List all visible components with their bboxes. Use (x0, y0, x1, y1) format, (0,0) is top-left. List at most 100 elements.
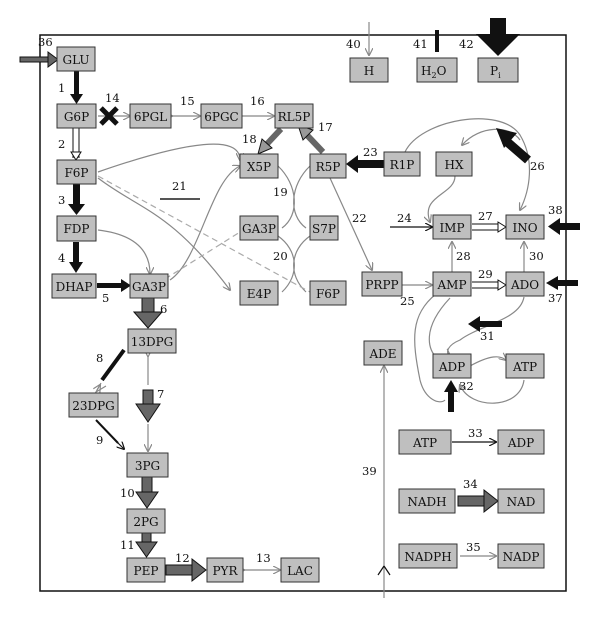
node-f6p-ppp[interactable]: F6P (309, 280, 347, 306)
edge-r10 (135, 475, 159, 509)
edge-dashed-f6p (97, 175, 311, 293)
node-pi[interactable]: Pi (477, 57, 519, 83)
node-hx[interactable]: HX (435, 151, 473, 177)
edge-r5 (97, 279, 131, 292)
svg-text:LAC: LAC (287, 564, 313, 578)
label-r5: 5 (102, 291, 109, 305)
node-nadph[interactable]: NADPH (398, 543, 458, 569)
node-13dpg[interactable]: 13DPG (127, 328, 177, 354)
node-ado[interactable]: ADO (505, 271, 545, 297)
label-r27: 27 (478, 209, 493, 223)
node-r5p[interactable]: R5P (309, 153, 347, 179)
node-e4p[interactable]: E4P (239, 280, 279, 306)
svg-text:6PGL: 6PGL (134, 110, 167, 124)
node-glu[interactable]: GLU (56, 46, 96, 72)
node-atp-r33[interactable]: ATP (398, 429, 452, 455)
edge-r32-top (469, 357, 506, 367)
label-r21: 21 (172, 179, 187, 193)
node-g6p[interactable]: G6P (56, 103, 97, 129)
node-h2o[interactable]: H2O (416, 57, 458, 83)
svg-text:S7P: S7P (312, 222, 336, 236)
edge-r39-tick (377, 565, 385, 576)
node-adp-r33[interactable]: ADP (497, 429, 545, 455)
node-ga3p[interactable]: GA3P (129, 273, 169, 299)
node-nadh[interactable]: NADH (398, 488, 456, 514)
edge-r32 (444, 380, 458, 412)
label-r26: 26 (530, 159, 545, 173)
node-23dpg[interactable]: 23DPG (68, 392, 119, 418)
svg-text:GA3P: GA3P (132, 280, 166, 294)
edge-r23 (346, 155, 384, 173)
label-r32: 32 (459, 379, 474, 393)
node-2pg[interactable]: 2PG (126, 508, 166, 534)
node-adp-cycle[interactable]: ADP (432, 353, 472, 379)
edge-r21 (97, 143, 240, 290)
svg-text:23DPG: 23DPG (72, 399, 115, 413)
svg-text:NADP: NADP (503, 550, 540, 564)
node-atp-cycle[interactable]: ATP (505, 353, 545, 379)
node-x5p[interactable]: X5P (239, 153, 279, 179)
node-fdp[interactable]: FDP (56, 215, 97, 242)
node-s7p[interactable]: S7P (309, 215, 339, 241)
svg-text:NAD: NAD (507, 495, 536, 509)
label-r15: 15 (180, 94, 195, 108)
label-r12: 12 (175, 551, 190, 565)
label-r17: 17 (318, 120, 333, 134)
node-amp[interactable]: AMP (432, 271, 472, 297)
edge-r41 (435, 30, 439, 52)
label-r11: 11 (120, 538, 135, 552)
label-r28: 28 (456, 249, 471, 263)
label-r39: 39 (362, 464, 377, 478)
node-h[interactable]: H (349, 57, 389, 83)
label-r41: 41 (413, 37, 428, 51)
node-f6p[interactable]: F6P (56, 159, 97, 185)
node-r1p[interactable]: R1P (383, 151, 421, 177)
node-pep[interactable]: PEP (126, 557, 166, 583)
svg-text:F6P: F6P (316, 287, 340, 301)
label-r40: 40 (346, 37, 361, 51)
edge-r1p-ino-loop (404, 118, 530, 210)
edge-r1 (70, 70, 83, 104)
node-3pg[interactable]: 3PG (126, 452, 169, 478)
node-lac[interactable]: LAC (280, 557, 320, 583)
edge-fdp-ga3p (97, 229, 150, 274)
node-nad[interactable]: NAD (497, 488, 545, 514)
node-6pgc[interactable]: 6PGC (200, 103, 243, 129)
label-r42: 42 (459, 37, 474, 51)
node-ga3p-ppp[interactable]: GA3P (239, 215, 279, 241)
label-r24: 24 (397, 211, 412, 225)
svg-text:RL5P: RL5P (278, 110, 311, 124)
edge-r31-loop (448, 296, 525, 356)
label-r6: 6 (160, 302, 167, 316)
edge-dashed-ga3p (164, 231, 241, 280)
node-prpp[interactable]: PRPP (361, 271, 403, 297)
svg-text:GA3P: GA3P (242, 222, 276, 236)
edge-r38 (548, 218, 580, 235)
node-dhap[interactable]: DHAP (51, 273, 97, 299)
svg-text:H2O: H2O (421, 64, 447, 80)
label-r25: 25 (400, 294, 415, 308)
edge-r3 (68, 184, 85, 215)
node-6pgl[interactable]: 6PGL (129, 103, 172, 129)
label-r22: 22 (352, 211, 367, 225)
edge-r27 (472, 221, 507, 233)
node-ino[interactable]: INO (505, 214, 545, 240)
svg-text:H: H (364, 64, 374, 78)
node-imp[interactable]: IMP (432, 214, 472, 240)
edge-r19 (277, 165, 311, 229)
node-rl5p[interactable]: RL5P (274, 103, 314, 129)
edge-r31 (468, 316, 502, 332)
label-r18: 18 (242, 132, 257, 146)
node-ade[interactable]: ADE (363, 340, 403, 366)
label-r29: 29 (478, 267, 493, 281)
node-nadp[interactable]: NADP (497, 543, 545, 569)
svg-text:13DPG: 13DPG (131, 335, 174, 349)
edge-r26 (496, 128, 531, 164)
edge-r29 (472, 279, 507, 291)
node-pyr[interactable]: PYR (206, 557, 244, 583)
label-r34: 34 (463, 477, 478, 491)
edge-r8 (96, 348, 126, 394)
svg-text:PRPP: PRPP (365, 278, 398, 292)
svg-text:E4P: E4P (247, 287, 271, 301)
